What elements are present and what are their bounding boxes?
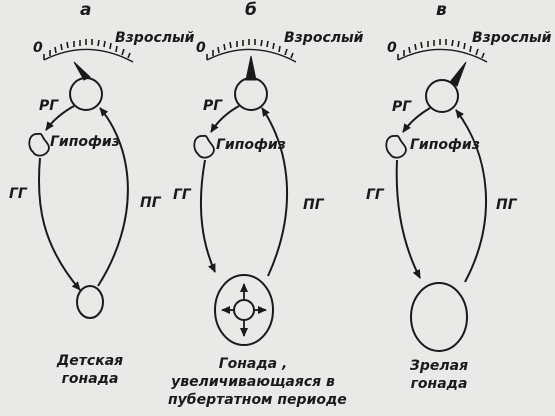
caption-b: Гонада , увеличивающаяся в пубертатном п… (168, 355, 347, 409)
pubertal-gonad-core (233, 299, 255, 321)
pubertal-gonad (214, 274, 274, 346)
hypothalamus-b (234, 77, 268, 111)
age-pointer-b (245, 55, 257, 81)
panel-letter-b: б (245, 0, 257, 20)
gg-label-a: ГГ (9, 186, 27, 202)
pg-label-b: ПГ (303, 197, 324, 213)
scale-ticks-c (397, 39, 485, 60)
rg-label-b: РГ (203, 98, 223, 114)
age-pointer-c (449, 61, 467, 87)
pg-label-c: ПГ (496, 197, 517, 213)
gg-label-b: ГГ (173, 187, 191, 203)
pituitary-label-b: Гипофиз (216, 137, 286, 153)
pituitary-icon-b (193, 134, 215, 159)
gg-arrow-a (37, 157, 81, 291)
rg-arrow-a (45, 105, 75, 131)
panel-c (385, 39, 488, 352)
caption-c-line-2: гонада (410, 376, 468, 392)
maturity-scale-b (206, 48, 297, 63)
rg-label-a: РГ (39, 98, 59, 114)
scale-ticks-b (206, 39, 294, 60)
pituitary-label-a: Гипофиз (50, 134, 120, 150)
scale-start-a: 0 (33, 40, 43, 56)
gg-arrow-c (395, 159, 421, 279)
rg-arrow-b (210, 105, 240, 133)
child-gonad (76, 285, 104, 319)
maturity-scale-c (397, 48, 488, 63)
maturity-scale-a (43, 48, 134, 63)
caption-b-line-1: Гонада , (218, 356, 288, 372)
pg-arrow-b (261, 107, 289, 277)
panel-letter-a: а (80, 0, 92, 20)
scale-start-b: 0 (196, 40, 206, 56)
caption-a-line-2: гонада (61, 371, 119, 387)
caption-c: Зрелая гонада (389, 357, 489, 393)
caption-b-line-2: увеличивающаяся в (171, 374, 335, 390)
hypothalamus-c (425, 79, 459, 113)
hypothalamus-a (69, 77, 103, 111)
caption-c-line-1: Зрелая (409, 358, 469, 374)
scale-end-a: Взрослый (115, 30, 195, 46)
caption-b-line-3: пубертатном периоде (168, 392, 347, 408)
panel-letter-c: в (436, 0, 447, 20)
expansion-arrows (221, 283, 267, 337)
mature-gonad (410, 282, 468, 352)
rg-label-c: РГ (392, 99, 412, 115)
pg-arrow-c (455, 109, 488, 283)
caption-a-line-1: Детская (56, 353, 124, 369)
pituitary-icon-c (385, 134, 407, 159)
scale-end-c: Взрослый (472, 30, 552, 46)
pituitary-icon-a (28, 132, 50, 157)
rg-arrow-c (402, 107, 431, 133)
scale-start-c: 0 (387, 40, 397, 56)
gg-label-c: ГГ (366, 187, 384, 203)
pg-label-a: ПГ (140, 195, 161, 211)
panel-a (28, 39, 134, 319)
panel-b (193, 39, 297, 346)
pituitary-label-c: Гипофиз (410, 137, 480, 153)
scale-ticks-a (43, 39, 131, 60)
pg-arrow-a (97, 107, 129, 287)
scale-end-b: Взрослый (284, 30, 364, 46)
gg-arrow-b (199, 159, 216, 273)
caption-a: Детская гонада (40, 352, 140, 388)
